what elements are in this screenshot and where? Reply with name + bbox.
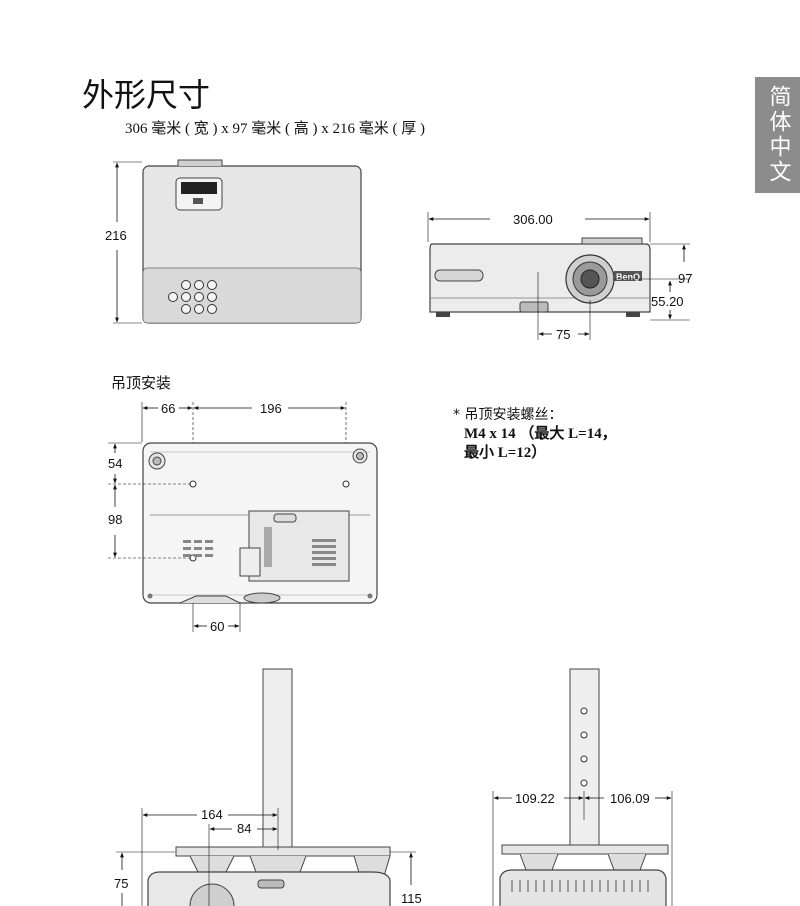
dim-label-55-20: 55.20 (651, 294, 684, 309)
top-view-projector (142, 159, 362, 324)
dim-label-196: 196 (260, 401, 282, 416)
dim-label-164: 164 (201, 807, 223, 822)
dim-label-60: 60 (210, 619, 224, 634)
lens (580, 269, 600, 289)
dim-label-106-09: 106.09 (610, 791, 650, 806)
dim-label-216: 216 (105, 228, 127, 243)
dim-label-84: 84 (237, 821, 251, 836)
screw-note-line3: 最小 L=12） (464, 445, 547, 461)
screw-note: * 吊顶安装螺丝： M4 x 14 （最大 L=14， 最小 L=12） (453, 406, 617, 463)
dim-label-75-mount: 75 (114, 876, 128, 891)
dimensions-summary: 306 毫米 ( 宽 ) x 97 毫米 ( 高 ) x 216 毫米 ( 厚 … (125, 121, 425, 137)
dim-label-66: 66 (161, 401, 175, 416)
brand-logo: BenQ (616, 272, 640, 282)
bottom-view-projector (142, 442, 378, 604)
language-tab[interactable]: 简体中文 (755, 77, 800, 193)
dim-label-75: 75 (556, 327, 570, 342)
keypad-buttons (168, 280, 217, 314)
dim-label-115: 115 (401, 891, 422, 906)
dim-label-97: 97 (678, 271, 692, 286)
dim-label-98: 98 (108, 512, 122, 527)
front-view-projector: BenQ (429, 237, 651, 317)
ceiling-mount-heading: 吊顶安装 (111, 374, 172, 392)
dim-label-109-22: 109.22 (515, 791, 555, 806)
screw-note-line2: M4 x 14 （最大 L=14， (464, 426, 617, 442)
dim-label-54: 54 (108, 456, 122, 471)
ceiling-mount-side (499, 668, 669, 906)
dim-label-306: 306.00 (513, 212, 553, 227)
screw-note-line1: * 吊顶安装螺丝： (453, 407, 563, 423)
page-title: 外形尺寸 (82, 76, 211, 114)
ceiling-mount-front (147, 668, 391, 906)
